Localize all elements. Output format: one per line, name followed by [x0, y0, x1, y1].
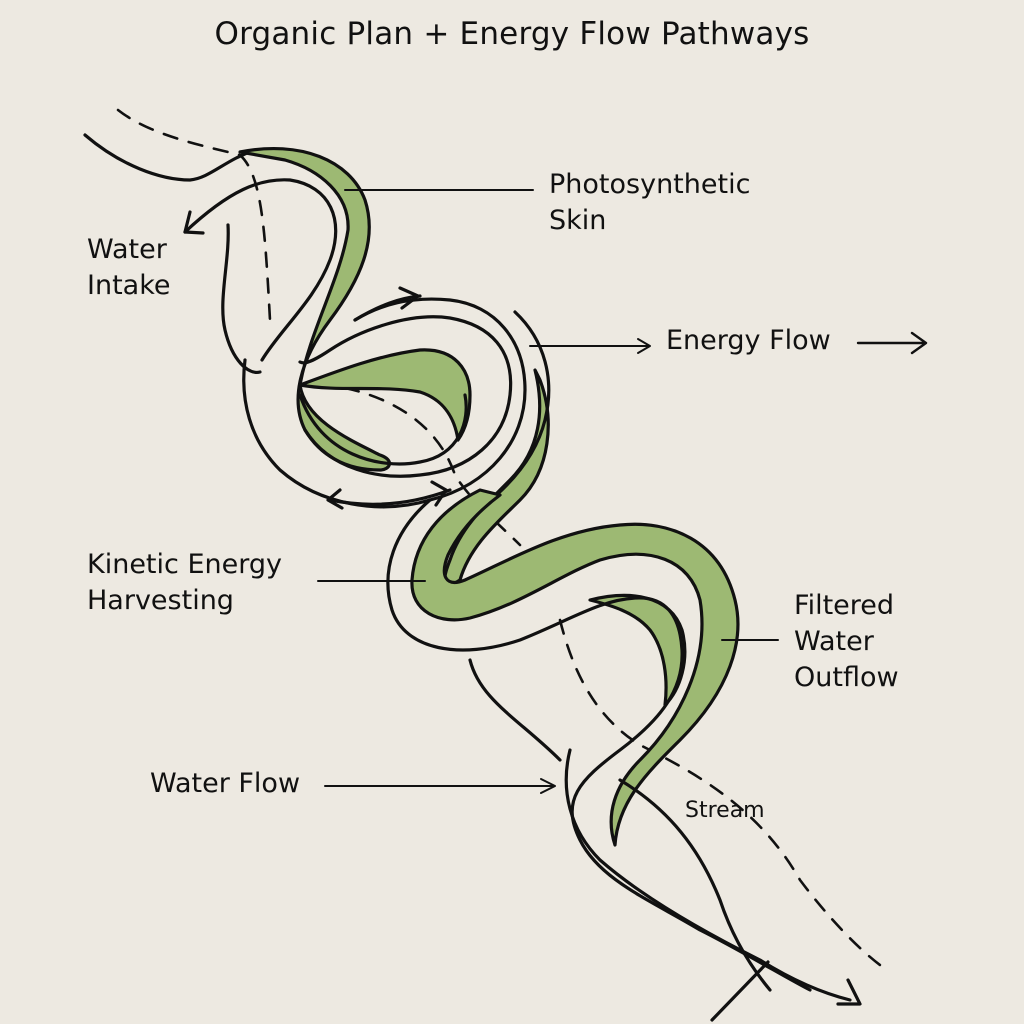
loop-outer-ring [242, 297, 527, 509]
lower-bank-line [564, 748, 852, 1002]
water-intake-arrowhead [183, 210, 205, 235]
right-arc-line [476, 310, 551, 512]
inner-left-line [221, 223, 262, 374]
s-curve-outer-line [386, 498, 812, 992]
inner-loop-green [298, 348, 472, 442]
water-intake-arrow-curve [183, 178, 338, 362]
label-water-intake: Water Intake [87, 234, 171, 301]
label-water-flow: Water Flow [150, 768, 301, 799]
energy-flow-leader-arrowhead [637, 338, 651, 354]
label-energy-flow: Energy Flow [666, 325, 831, 356]
label-photosynthetic-skin: Photosynthetic Skin [549, 169, 751, 236]
stream-dashed-path [116, 108, 882, 967]
label-kinetic-energy-harvesting: Kinetic Energy Harvesting [87, 549, 282, 616]
stream-exit-arrowhead [836, 978, 862, 1006]
lower-main-line [468, 658, 562, 762]
energy-arrowhead-right [430, 480, 448, 507]
loop-middle-ring [298, 315, 513, 478]
diagram-title: Organic Plan + Energy Flow Pathways [214, 16, 810, 52]
energy-flow-right-arrow [856, 331, 928, 355]
energy-loop-arrow-bottom [328, 488, 452, 506]
water-flow-leader-arrowhead [540, 778, 556, 794]
label-filtered-water-outflow: Filtered Water Outflow [794, 590, 899, 693]
kinetic-energy-band [410, 488, 740, 847]
loop-inner-ring [298, 393, 468, 466]
energy-arrowhead-bottom [326, 488, 344, 510]
upper-bank-line [83, 133, 257, 182]
label-stream: Stream [685, 798, 765, 823]
lower-inner-line [618, 778, 772, 992]
energy-arrowhead-top [398, 286, 420, 310]
lower-tick-line [710, 960, 770, 1022]
photosynthetic-skin-band [238, 147, 391, 472]
